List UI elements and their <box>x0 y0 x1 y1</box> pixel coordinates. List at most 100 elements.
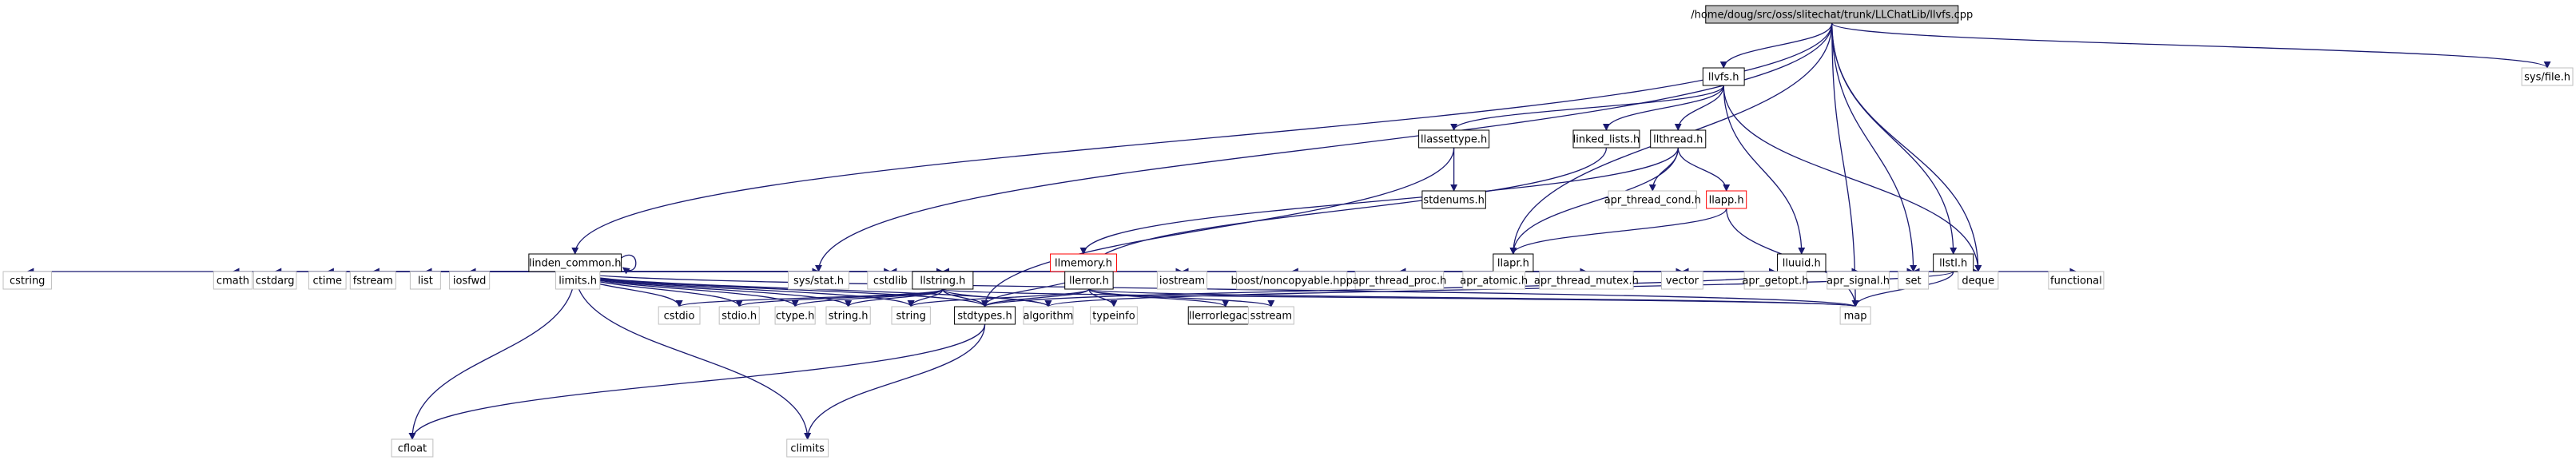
node-llmemory[interactable]: llmemory.h <box>1050 253 1117 272</box>
edge-root-to-sysstat <box>815 22 1833 272</box>
node-label-string: string <box>896 311 926 323</box>
node-label-aprmutex: apr_thread_mutex.h <box>1534 276 1639 288</box>
node-apratomic[interactable]: apr_atomic.h <box>1460 271 1528 290</box>
node-fstream[interactable]: fstream <box>349 271 396 290</box>
node-label-cstdarg: cstdarg <box>256 276 295 288</box>
node-cstdlib[interactable]: cstdlib <box>867 271 914 290</box>
edge-llstring-to-stringh <box>845 288 944 307</box>
node-climits[interactable]: climits <box>786 438 829 458</box>
node-llerror[interactable]: llerror.h <box>1064 271 1114 290</box>
edge-llerror-to-map <box>1088 288 1858 307</box>
node-label-llmemory: llmemory.h <box>1055 258 1112 270</box>
node-box-iosfwd <box>449 271 491 290</box>
node-label-llapp: llapp.h <box>1709 195 1744 207</box>
node-aprcond[interactable]: apr_thread_cond.h <box>1604 190 1701 209</box>
node-boost[interactable]: boost/noncopyable.hpp <box>1230 271 1353 290</box>
node-llstl[interactable]: llstl.h <box>1933 253 1974 272</box>
node-label-vector: vector <box>1666 276 1699 288</box>
node-box-aprgetopt <box>1743 271 1807 290</box>
node-aprproc[interactable]: apr_thread_proc.h <box>1352 271 1446 290</box>
node-aprmutex[interactable]: apr_thread_mutex.h <box>1534 271 1639 290</box>
node-stringh[interactable]: string.h <box>825 306 871 325</box>
node-box-iostream <box>1156 271 1208 290</box>
node-deque[interactable]: deque <box>1958 271 1999 290</box>
node-box-cstdarg <box>252 271 297 290</box>
node-box-llassettype <box>1418 129 1490 149</box>
edge-root-to-llstl <box>1831 22 1958 255</box>
node-algorithm[interactable]: algorithm <box>1023 306 1074 325</box>
node-label-cfloat: cfloat <box>398 443 427 455</box>
node-label-fstream: fstream <box>353 276 393 288</box>
edge-llassettype-to-stdtypes <box>981 147 1455 307</box>
node-llvfs[interactable]: llvfs.h <box>1702 67 1745 86</box>
node-cfloat[interactable]: cfloat <box>391 438 434 458</box>
node-label-iosfwd: iosfwd <box>453 276 487 288</box>
node-box-stdio <box>718 306 760 325</box>
node-stdio[interactable]: stdio.h <box>718 306 760 325</box>
node-label-aprcond: apr_thread_cond.h <box>1604 195 1701 207</box>
node-box-limits <box>555 271 601 290</box>
node-label-llerrorlegacy: llerrorlegacy.h <box>1189 311 1262 323</box>
node-label-aprproc: apr_thread_proc.h <box>1352 276 1446 288</box>
edge-llvfs-to-linked <box>1602 85 1724 131</box>
node-box-stringh <box>825 306 871 325</box>
node-sysfile[interactable]: sys/file.h <box>2521 67 2574 86</box>
node-llstring[interactable]: llstring.h <box>912 271 974 290</box>
node-llerrorlegacy[interactable]: llerrorlegacy.h <box>1187 306 1263 325</box>
node-llthread[interactable]: llthread.h <box>1650 129 1707 149</box>
node-limits[interactable]: limits.h <box>555 271 601 290</box>
edge-llthread-to-llmemory <box>1079 147 1679 255</box>
node-box-sysstat <box>787 271 849 290</box>
node-label-typeinfo: typeinfo <box>1092 311 1135 323</box>
node-iosfwd[interactable]: iosfwd <box>449 271 491 290</box>
node-stdtypes[interactable]: stdtypes.h <box>954 306 1016 325</box>
node-label-sysfile: sys/file.h <box>2524 72 2570 84</box>
node-linden[interactable]: linden_common.h <box>528 253 622 272</box>
node-llapr[interactable]: llapr.h <box>1493 253 1534 272</box>
node-cstring[interactable]: cstring <box>2 271 52 290</box>
edge-llapp-to-llapr <box>1509 208 1727 255</box>
node-label-map: map <box>1844 311 1867 323</box>
edge-llstring-to-ctype <box>791 288 944 307</box>
node-sysstat[interactable]: sys/stat.h <box>787 271 849 290</box>
node-lluuid[interactable]: lluuid.h <box>1777 253 1827 272</box>
node-set[interactable]: set <box>1898 271 1930 290</box>
node-label-iostream: iostream <box>1159 276 1205 288</box>
node-label-llassettype: llassettype.h <box>1421 134 1487 146</box>
node-label-climits: climits <box>790 443 825 455</box>
node-llapp[interactable]: llapp.h <box>1706 190 1747 209</box>
node-list[interactable]: list <box>409 271 441 290</box>
node-string[interactable]: string <box>891 306 931 325</box>
node-box-llstring <box>912 271 974 290</box>
node-box-apratomic <box>1462 271 1526 290</box>
node-vector[interactable]: vector <box>1661 271 1703 290</box>
node-sstream[interactable]: sstream <box>1247 306 1294 325</box>
edge-llerror-to-typeinfo <box>1088 288 1118 307</box>
node-box-boost <box>1236 271 1348 290</box>
node-box-cstdio <box>658 306 701 325</box>
node-cmath[interactable]: cmath <box>213 271 253 290</box>
node-linked[interactable]: linked_lists.h <box>1572 129 1640 149</box>
node-ctype[interactable]: ctype.h <box>774 306 816 325</box>
node-stdenums[interactable]: stdenums.h <box>1421 190 1486 209</box>
node-typeinfo[interactable]: typeinfo <box>1090 306 1138 325</box>
node-functional[interactable]: functional <box>2048 271 2105 290</box>
node-label-llapr: llapr.h <box>1497 258 1529 270</box>
node-label-sstream: sstream <box>1250 311 1292 323</box>
node-label-linked: linked_lists.h <box>1573 134 1640 146</box>
edge-llvfs-to-deque <box>1723 85 1982 272</box>
node-aprgetopt[interactable]: apr_getopt.h <box>1742 271 1809 290</box>
node-iostream[interactable]: iostream <box>1156 271 1208 290</box>
node-label-stdtypes: stdtypes.h <box>957 311 1012 323</box>
node-cstdarg[interactable]: cstdarg <box>252 271 297 290</box>
node-box-sysfile <box>2521 67 2574 86</box>
node-root[interactable]: /home/doug/src/oss/slitechat/trunk/LLCha… <box>1691 5 1973 24</box>
node-box-ctime <box>308 271 347 290</box>
node-aprsignal[interactable]: apr_signal.h <box>1827 271 1890 290</box>
node-box-functional <box>2048 271 2105 290</box>
node-ctime[interactable]: ctime <box>308 271 347 290</box>
node-cstdio[interactable]: cstdio <box>658 306 701 325</box>
node-map[interactable]: map <box>1839 306 1871 325</box>
node-llassettype[interactable]: llassettype.h <box>1418 129 1490 149</box>
